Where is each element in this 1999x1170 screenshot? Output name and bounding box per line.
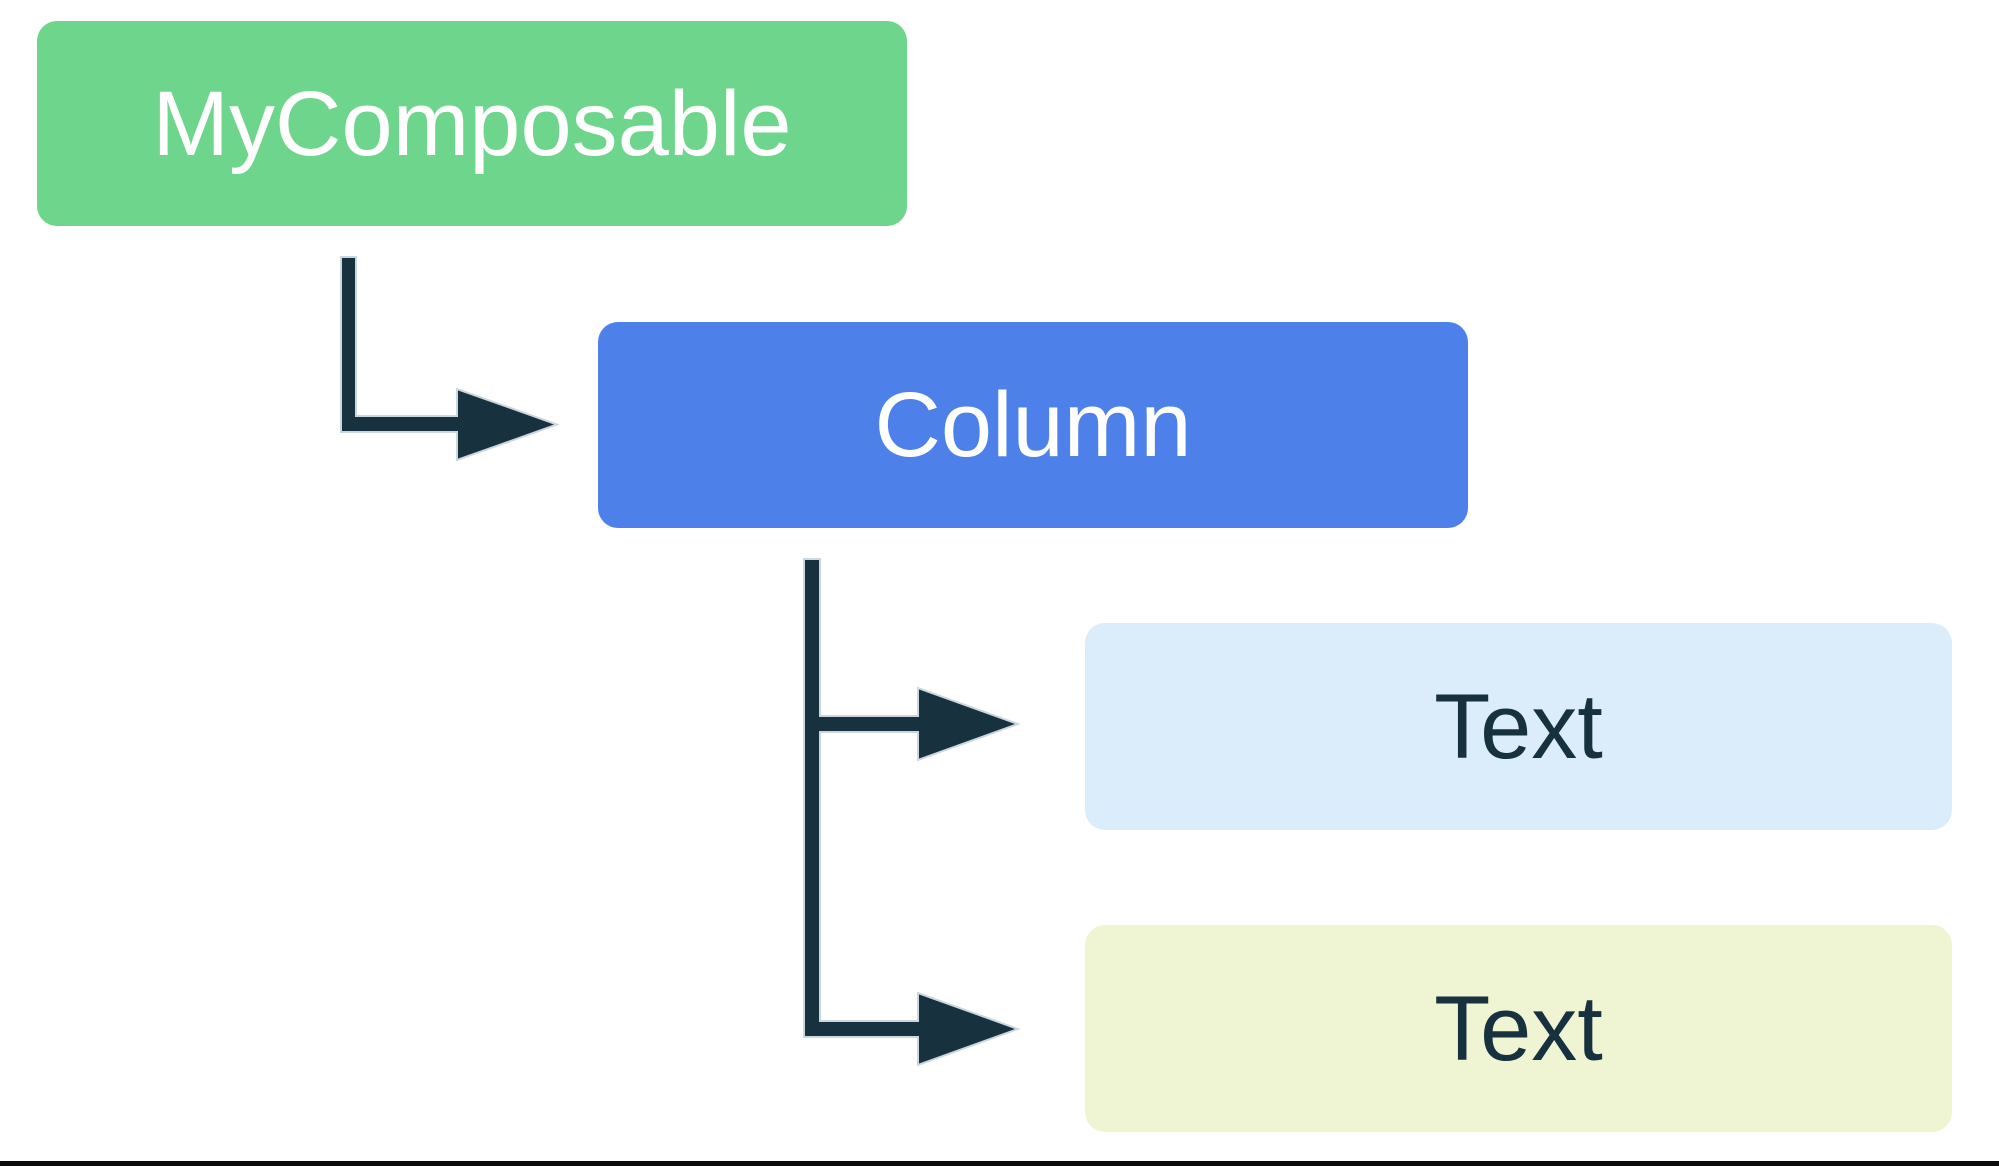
node-mycomposable-label: MyComposable	[152, 72, 792, 175]
node-text-second-label: Text	[1434, 977, 1603, 1080]
node-column: Column	[598, 322, 1468, 528]
node-text-second: Text	[1085, 925, 1952, 1132]
connector-mycomposable-to-column	[340, 256, 560, 462]
bottom-rule	[0, 1161, 1999, 1166]
node-column-label: Column	[874, 374, 1192, 476]
node-text-first: Text	[1085, 623, 1952, 830]
connector-column-to-text-children	[803, 558, 1021, 1067]
node-mycomposable: MyComposable	[37, 21, 907, 226]
node-text-first-label: Text	[1434, 675, 1603, 778]
